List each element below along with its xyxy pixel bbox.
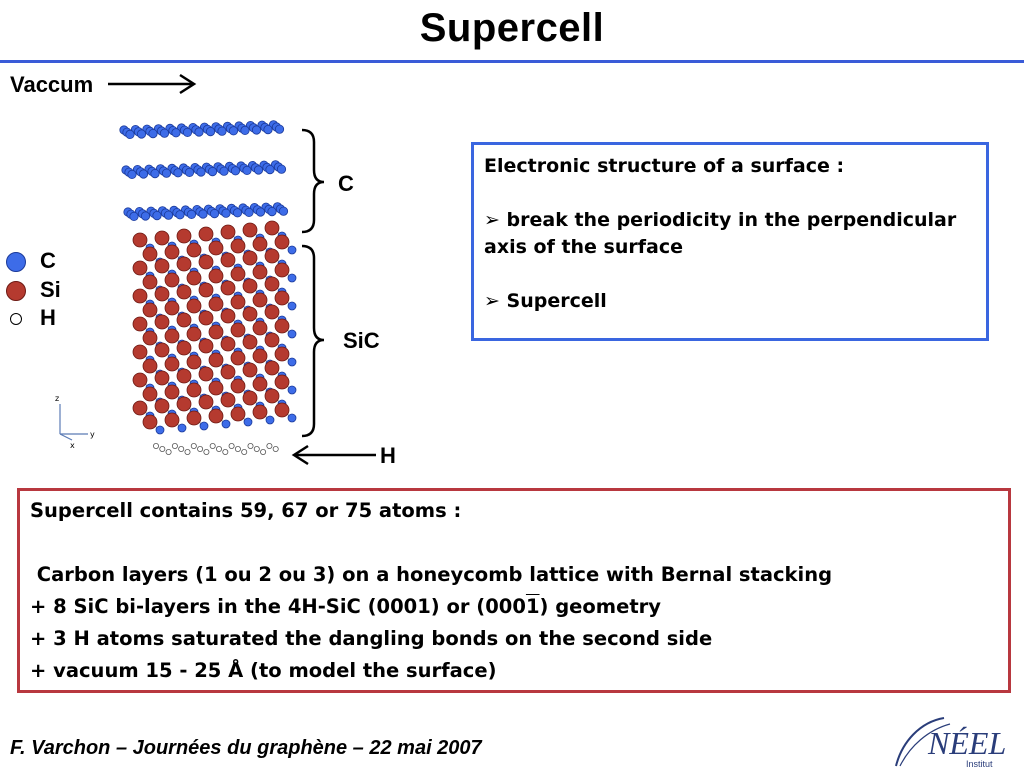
neel-institut-logo: NÉEL Institut xyxy=(895,717,1006,768)
brace-label-sic: SiC xyxy=(343,328,380,353)
contents-line-hydrogen: + 3 H atoms saturated the dangling bonds… xyxy=(30,627,713,650)
arrow-bullet-icon: ➢ xyxy=(484,290,500,312)
sic-layer-brace xyxy=(301,244,325,438)
arrow-bullet-icon: ➢ xyxy=(484,209,500,231)
hydrogen-arrow xyxy=(291,444,376,466)
logo-subtext: Institut xyxy=(966,759,993,768)
vacuum-label: Vaccum xyxy=(10,72,94,97)
title-divider xyxy=(0,60,1024,63)
legend-label-h: H xyxy=(40,305,56,330)
brace-label-h: H xyxy=(380,443,396,468)
surface-bullet-2: ➢ Supercell xyxy=(484,290,607,312)
contents-heading: Supercell contains 59, 67 or 75 atoms : xyxy=(30,499,462,522)
contents-line-carbon: Carbon layers (1 ou 2 ou 3) on a honeyco… xyxy=(30,563,833,586)
contents-line-vacuum: + vacuum 15 - 25 Å (to model the surface… xyxy=(30,659,497,682)
slide-title: Supercell xyxy=(419,6,605,50)
brace-label-c: C xyxy=(338,171,354,196)
axis-x-label: x xyxy=(70,441,75,450)
axis-z-label: z xyxy=(55,394,59,403)
legend-label-si: Si xyxy=(40,277,61,302)
c-layer-brace xyxy=(301,128,325,234)
legend-item-c: C xyxy=(6,248,56,274)
legend-item-si: Si xyxy=(6,277,61,303)
surface-bullet-1: ➢ break the periodicity in the perpendic… xyxy=(484,209,957,258)
surface-info-box: Electronic structure of a surface : ➢ br… xyxy=(471,142,989,341)
supercell-contents-box: Supercell contains 59, 67 or 75 atoms : … xyxy=(17,488,1011,693)
silicon-atom-icon xyxy=(6,281,26,302)
logo-text: NÉEL xyxy=(927,725,1006,761)
vacuum-arrow xyxy=(108,73,197,95)
hydrogen-layer xyxy=(152,442,279,455)
surface-info-heading: Electronic structure of a surface : xyxy=(484,155,845,177)
hydrogen-atom-icon xyxy=(10,313,22,326)
axis-y-label: y xyxy=(90,430,95,439)
footer-credit: F. Varchon – Journées du graphène – 22 m… xyxy=(10,737,482,759)
legend-label-c: C xyxy=(40,248,56,273)
carbon-atom-icon xyxy=(6,252,26,273)
supercell-structure-illustration: z y x xyxy=(55,120,376,466)
axes-glyph: z y x xyxy=(55,394,95,450)
graphene-layers xyxy=(119,120,289,221)
legend-item-h: H xyxy=(6,305,56,331)
sic-bulk xyxy=(132,220,297,435)
contents-line-sic: + 8 SiC bi-layers in the 4H-SiC (0001) o… xyxy=(30,595,661,618)
